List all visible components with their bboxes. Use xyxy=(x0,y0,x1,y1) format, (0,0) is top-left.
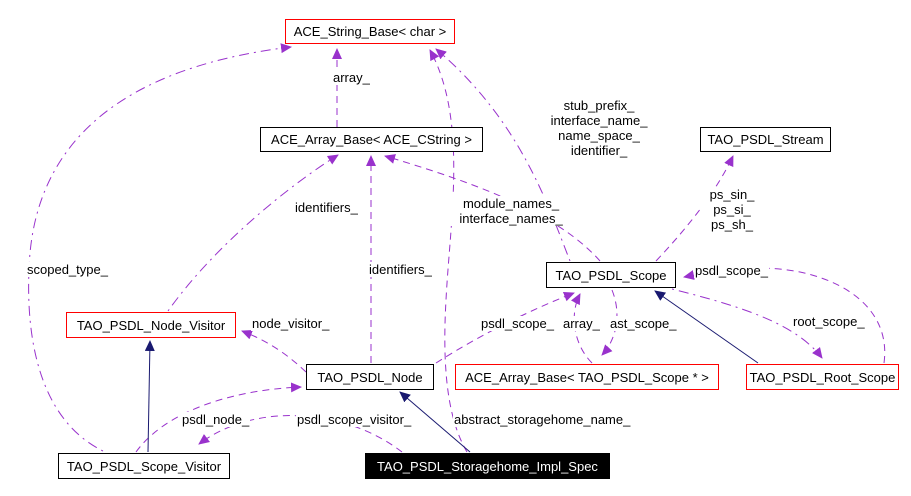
edge-scoped-type xyxy=(28,43,292,452)
edge-label-abstract-storagehome-name: abstract_storagehome_name_ xyxy=(453,412,632,427)
node-tao-psdl-root-scope[interactable]: TAO_PSDL_Root_Scope xyxy=(746,364,899,390)
edge-label-identifiers-upper: identifiers_ xyxy=(294,200,359,215)
edge-inherit-root-scope xyxy=(654,290,759,364)
edge-label-psdl-node: psdl_node_ xyxy=(181,412,251,427)
node-tao-psdl-storagehome-impl-spec: TAO_PSDL_Storagehome_Impl_Spec xyxy=(365,453,610,479)
node-tao-psdl-node-visitor[interactable]: TAO_PSDL_Node_Visitor xyxy=(66,312,236,338)
node-tao-psdl-node[interactable]: TAO_PSDL_Node xyxy=(306,364,434,390)
edge-identifiers-node-visitor xyxy=(167,154,339,312)
edge-label-psdl-scope-right: psdl_scope_ xyxy=(694,263,769,278)
edge-label-array-mid: array_ xyxy=(562,316,601,331)
edge-label-ast-scope: ast_scope_ xyxy=(609,316,678,331)
edge-label-module-names-block: module_names_ interface_names_ xyxy=(438,196,584,226)
node-ace-array-base-cstring[interactable]: ACE_Array_Base< ACE_CString > xyxy=(260,127,483,152)
edge-node-visitor xyxy=(241,329,307,373)
edge-ps-stream xyxy=(655,155,734,262)
edge-psdl-scope-mid xyxy=(435,291,575,364)
edge-label-stub-prefix-block: stub_prefix_ interface_name_ name_space_… xyxy=(528,98,670,158)
edge-label-psdl-scope-mid: psdl_scope_ xyxy=(480,316,555,331)
node-ace-array-base-scope[interactable]: ACE_Array_Base< TAO_PSDL_Scope * > xyxy=(455,364,719,390)
node-tao-psdl-stream[interactable]: TAO_PSDL_Stream xyxy=(700,127,831,152)
edge-label-root-scope: root_scope_ xyxy=(792,314,866,329)
edge-abstract-storagehome-name xyxy=(429,49,468,453)
node-ace-string-base[interactable]: ACE_String_Base< char > xyxy=(285,19,455,44)
edge-label-identifiers-lower: identifiers_ xyxy=(368,262,433,277)
edge-root-scope xyxy=(671,288,823,359)
edge-label-array-top: array_ xyxy=(332,70,371,85)
edge-label-scoped-type: scoped_type_ xyxy=(26,262,109,277)
edge-stub-prefix xyxy=(435,48,571,262)
node-tao-psdl-scope[interactable]: TAO_PSDL_Scope xyxy=(546,262,676,288)
edge-label-ps-block: ps_sin_ ps_si_ ps_sh_ xyxy=(700,187,764,232)
edge-inherit-scope-visitor xyxy=(144,340,155,453)
edge-label-psdl-scope-visitor: psdl_scope_visitor_ xyxy=(296,412,413,427)
node-tao-psdl-scope-visitor[interactable]: TAO_PSDL_Scope_Visitor xyxy=(58,453,230,479)
edge-inherit-storagehome xyxy=(399,391,471,453)
edge-label-node-visitor: node_visitor_ xyxy=(251,316,331,331)
